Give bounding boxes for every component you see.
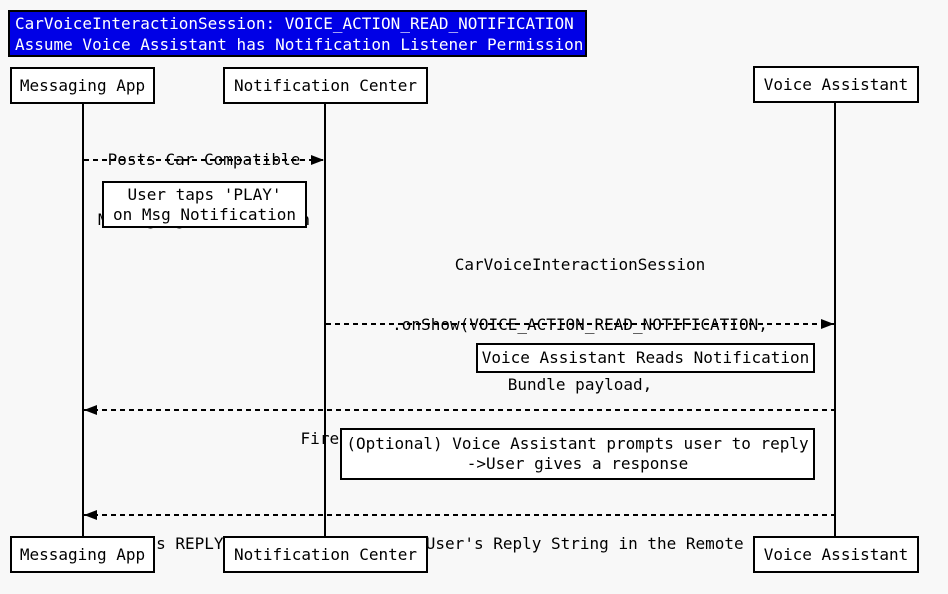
- actor-messaging-app-top: Messaging App: [10, 67, 155, 104]
- actor-voice-assistant-top: Voice Assistant: [753, 66, 919, 103]
- note-optional-reply-line1: (Optional) Voice Assistant prompts user …: [346, 434, 809, 453]
- message-post-notification-arrow: [84, 159, 324, 161]
- message-onshow-line3: Bundle payload,: [507, 375, 653, 394]
- actor-notification-center-label: Notification Center: [233, 76, 418, 95]
- note-optional-reply-line2: ->User gives a response: [466, 454, 689, 473]
- message-onshow-arrow: [326, 323, 834, 325]
- message-onshow-line2: .onShow(VOICE_ACTION_READ_NOTIFICATION,: [330, 315, 830, 335]
- actor-notification-center-label: Notification Center: [233, 545, 418, 564]
- message-reply-label: Fires REPLY Pending Intent with User's R…: [84, 494, 835, 594]
- note-user-taps-line2: on Msg Notification: [112, 204, 297, 224]
- note-va-reads-label: Voice Assistant Reads Notification: [481, 348, 810, 367]
- lifeline-voice-assistant: [834, 103, 836, 536]
- actor-messaging-app-label: Messaging App: [19, 76, 146, 95]
- diagram-title-line2: Assume Voice Assistant has Notification …: [15, 34, 584, 54]
- note-user-taps-line1: User taps 'PLAY': [127, 184, 282, 204]
- arrowhead-left-icon: [84, 510, 97, 520]
- message-onshow-line1: CarVoiceInteractionSession: [454, 255, 706, 274]
- message-mark-as-read-arrow: [84, 409, 835, 411]
- diagram-title-line1: CarVoiceInteractionSession: VOICE_ACTION…: [15, 13, 574, 33]
- actor-voice-assistant-bottom: Voice Assistant: [753, 536, 919, 573]
- actor-notification-center-bottom: Notification Center: [223, 536, 428, 573]
- lifeline-messaging-app: [82, 104, 84, 536]
- note-user-taps-play: User taps 'PLAY' on Msg Notification: [102, 181, 307, 228]
- arrowhead-right-icon: [311, 155, 324, 165]
- arrowhead-left-icon: [84, 405, 97, 415]
- actor-voice-assistant-label: Voice Assistant: [763, 75, 909, 94]
- arrowhead-right-icon: [821, 319, 834, 329]
- actor-voice-assistant-label: Voice Assistant: [763, 545, 909, 564]
- actor-notification-center-top: Notification Center: [223, 67, 428, 104]
- note-optional-reply: (Optional) Voice Assistant prompts user …: [340, 428, 815, 480]
- lifeline-notification-center: [324, 104, 326, 536]
- actor-messaging-app-bottom: Messaging App: [10, 536, 155, 573]
- message-reply-text: Fires REPLY Pending Intent with User's R…: [117, 534, 802, 553]
- note-va-reads-notification: Voice Assistant Reads Notification: [476, 343, 815, 373]
- diagram-title-box: CarVoiceInteractionSession: VOICE_ACTION…: [8, 10, 587, 57]
- message-reply-arrow: [84, 514, 835, 516]
- actor-messaging-app-label: Messaging App: [19, 545, 146, 564]
